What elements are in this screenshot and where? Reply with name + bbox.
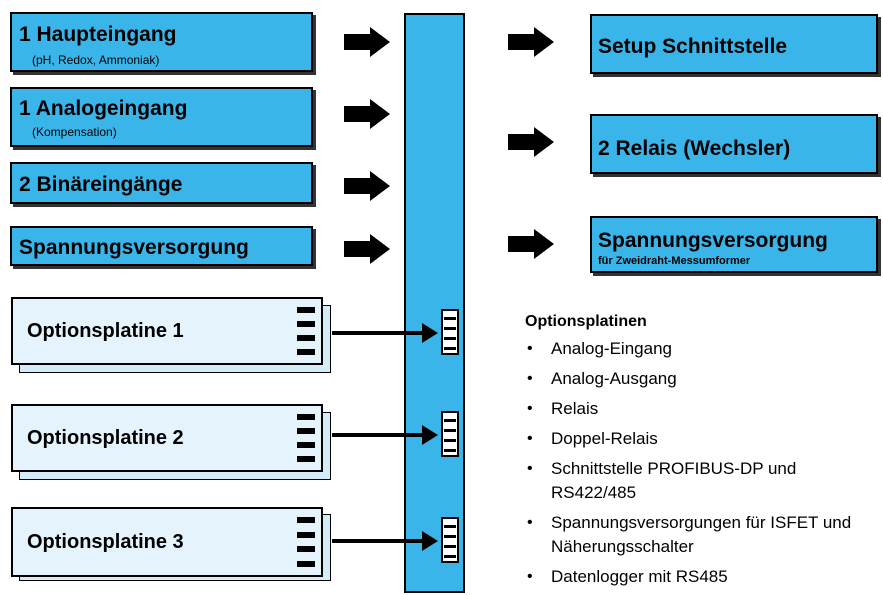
input-spannungsversorgung-title: Spannungsversorgung [19, 236, 249, 259]
slot-connector-icon [441, 309, 459, 355]
list-item: Spannungsversorgungen für ISFET und Nähe… [525, 511, 880, 559]
central-bus [404, 13, 465, 593]
option-list-heading: Optionsplatinen [525, 313, 647, 330]
arrow-right-icon [344, 234, 390, 264]
connector-pins-icon [297, 517, 315, 567]
arrow-head-icon [422, 323, 438, 343]
output-relais-title: 2 Relais (Wechsler) [598, 137, 791, 160]
slot-connector-icon [441, 411, 459, 457]
output-setup-title: Setup Schnittstelle [598, 35, 788, 58]
option-list: Optionsplatinen Analog-Eingang Analog-Au… [525, 313, 880, 595]
input-analogeingang-title: 1 Analogeingang [19, 97, 188, 120]
input-binaereingaenge: 2 Binäreingänge [10, 162, 313, 204]
list-item: Schnittstelle PROFIBUS-DP und RS422/485 [525, 457, 880, 505]
output-versorgung-title: Spannungsversorgung [598, 229, 828, 252]
arrow-right-icon [508, 127, 554, 157]
input-analogeingang-subtitle: (Kompensation) [32, 125, 117, 139]
connection-line [332, 331, 424, 335]
connector-pins-icon [297, 307, 315, 355]
arrow-right-icon [508, 27, 554, 57]
list-item: Analog-Eingang [525, 337, 880, 361]
option-board-3-label: Optionsplatine 3 [27, 530, 184, 553]
list-item: Datenlogger mit RS485 [525, 565, 880, 589]
option-board-1-label: Optionsplatine 1 [27, 319, 184, 342]
arrow-right-icon [344, 171, 390, 201]
arrow-head-icon [422, 425, 438, 445]
output-setup-schnittstelle: Setup Schnittstelle [590, 14, 878, 74]
option-list-items: Analog-Eingang Analog-Ausgang Relais Dop… [525, 337, 880, 589]
option-board-2-label: Optionsplatine 2 [27, 426, 184, 449]
output-relais: 2 Relais (Wechsler) [590, 114, 878, 174]
input-haupteingang: 1 Haupteingang (pH, Redox, Ammoniak) [10, 12, 313, 72]
output-spannungsversorgung: Spannungsversorgung für Zweidraht-Messum… [590, 216, 878, 273]
connection-line [332, 433, 424, 437]
arrow-right-icon [344, 99, 390, 129]
output-versorgung-subtitle: für Zweidraht-Messumformer [598, 255, 751, 267]
arrow-right-icon [508, 229, 554, 259]
arrow-head-icon [422, 531, 438, 551]
input-analogeingang: 1 Analogeingang (Kompensation) [10, 87, 313, 147]
option-board-2: Optionsplatine 2 [11, 404, 323, 472]
connector-pins-icon [297, 414, 315, 462]
input-spannungsversorgung: Spannungsversorgung [10, 226, 313, 266]
input-binaereingaenge-title: 2 Binäreingänge [19, 173, 183, 196]
slot-connector-icon [441, 517, 459, 563]
input-haupteingang-subtitle: (pH, Redox, Ammoniak) [32, 53, 160, 67]
option-board-3: Optionsplatine 3 [11, 507, 323, 577]
connection-line [332, 539, 424, 543]
list-item: Relais [525, 397, 880, 421]
list-item: Analog-Ausgang [525, 367, 880, 391]
arrow-right-icon [344, 27, 390, 57]
list-item: Doppel-Relais [525, 427, 880, 451]
option-board-1: Optionsplatine 1 [11, 297, 323, 365]
input-haupteingang-title: 1 Haupteingang [19, 23, 177, 46]
